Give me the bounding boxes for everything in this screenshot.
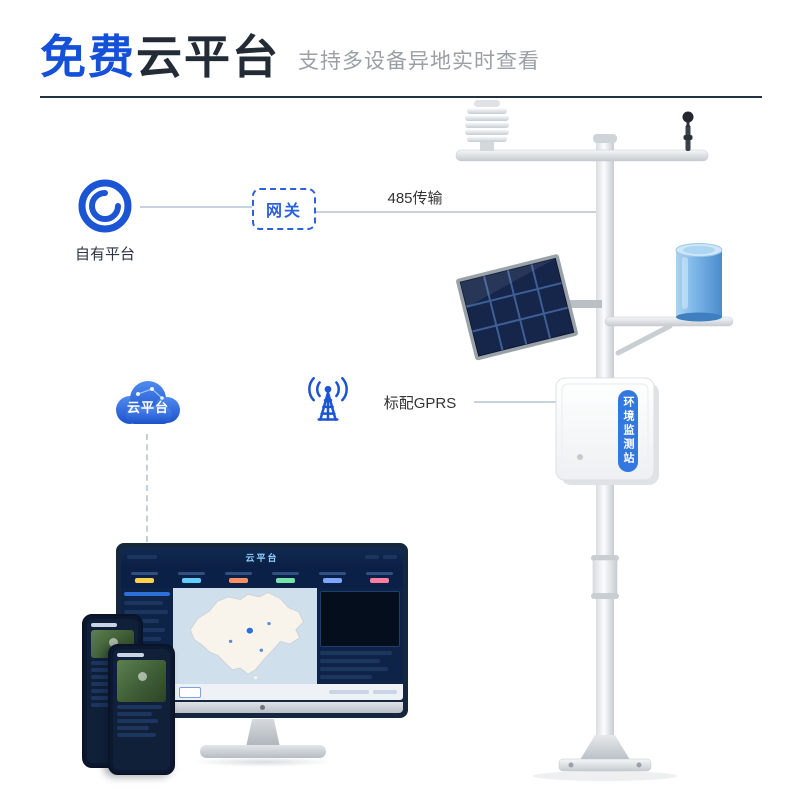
dashboard-title: 云平台	[245, 552, 279, 563]
dashboard-topbar: 云平台	[121, 548, 403, 566]
gprs-label: 标配GPRS	[383, 395, 457, 412]
skeleton-bar	[117, 712, 153, 716]
pole-coupler	[591, 555, 619, 599]
skeleton-bar	[124, 628, 166, 632]
wind-sensor	[682, 111, 694, 151]
skeleton-bar	[117, 705, 163, 709]
skeleton-bar	[91, 623, 117, 627]
dashboard-chip	[179, 686, 201, 698]
skeleton-bar	[124, 610, 168, 614]
china-map	[173, 588, 317, 684]
rs485-label: 485传输	[387, 190, 443, 207]
dashboard-main	[121, 588, 403, 684]
connector-gateway-pole	[312, 211, 596, 213]
station-crossbar	[455, 149, 709, 162]
phone-2	[108, 644, 175, 775]
skeleton-bar	[320, 659, 380, 663]
skeleton-bar	[329, 690, 369, 694]
stat-cell	[215, 571, 262, 583]
connector-platform-gateway	[140, 206, 252, 208]
cloud-label: 云平台	[126, 400, 169, 415]
radiation-shield	[465, 100, 509, 151]
station-shadow	[533, 771, 677, 781]
skeleton-bar	[117, 719, 159, 723]
control-box	[555, 377, 659, 485]
station-illustration	[455, 100, 734, 781]
dashboard-stats	[121, 566, 403, 588]
gprs-antenna-icon	[308, 377, 348, 421]
header-subtitle: 支持多设备异地实时查看	[298, 50, 540, 73]
map-marker	[245, 626, 255, 635]
gateway-box: 网关	[252, 188, 316, 230]
satellite-image-block	[320, 591, 400, 647]
skeleton-bar	[127, 555, 157, 559]
skeleton-bar	[124, 601, 164, 605]
connector-cloud-monitor	[146, 434, 148, 542]
skeleton-bar	[373, 690, 397, 694]
dashboard-right-panel	[317, 588, 403, 684]
skeleton-bar	[91, 696, 124, 700]
skeleton-bar	[91, 682, 117, 686]
skeleton-bar	[91, 668, 122, 672]
stat-cell	[262, 571, 309, 583]
skeleton-bar	[117, 653, 144, 657]
page-title: 免费云平台	[40, 34, 280, 80]
stat-cell	[356, 571, 403, 583]
station-base	[558, 735, 652, 772]
platform-logo-icon	[78, 179, 132, 233]
skeleton-bar	[365, 555, 379, 559]
monitor-base	[200, 745, 326, 758]
phone-2-screen	[113, 649, 170, 770]
monitor-stand	[246, 719, 280, 747]
rain-gauge-arm	[604, 316, 734, 356]
dashboard-map-area	[173, 588, 317, 684]
box-lock	[577, 454, 583, 460]
rain-gauge	[675, 243, 723, 322]
stat-cell	[168, 571, 215, 583]
skeleton-bar	[117, 733, 157, 737]
control-box-label: 环境监测站	[618, 390, 638, 472]
photo-thumbnail	[117, 660, 166, 702]
skeleton-bar	[320, 667, 388, 671]
solar-panel-bracket	[556, 300, 602, 308]
header-highlight: 免费	[40, 31, 136, 83]
skeleton-bar	[320, 675, 372, 679]
header-title: 云平台	[136, 31, 280, 83]
stat-cell	[309, 571, 356, 583]
monitor-chin	[121, 702, 403, 713]
skeleton-bar	[117, 726, 150, 730]
gateway-label: 网关	[265, 203, 302, 220]
monitor: 云平台	[116, 543, 408, 718]
solar-panel	[456, 254, 578, 361]
stat-cell	[121, 571, 168, 583]
cloud-icon	[116, 381, 180, 424]
skeleton-bar	[383, 555, 397, 559]
monitor-shadow	[192, 757, 334, 767]
header-divider	[40, 96, 762, 98]
skeleton-bar	[320, 651, 392, 655]
skeleton-bar	[124, 592, 170, 596]
own-platform-label: 自有平台	[74, 246, 135, 263]
header: 免费云平台 支持多设备异地实时查看	[40, 34, 540, 80]
connector-gprs-pole	[474, 401, 556, 403]
monitor-screen: 云平台	[121, 548, 403, 700]
